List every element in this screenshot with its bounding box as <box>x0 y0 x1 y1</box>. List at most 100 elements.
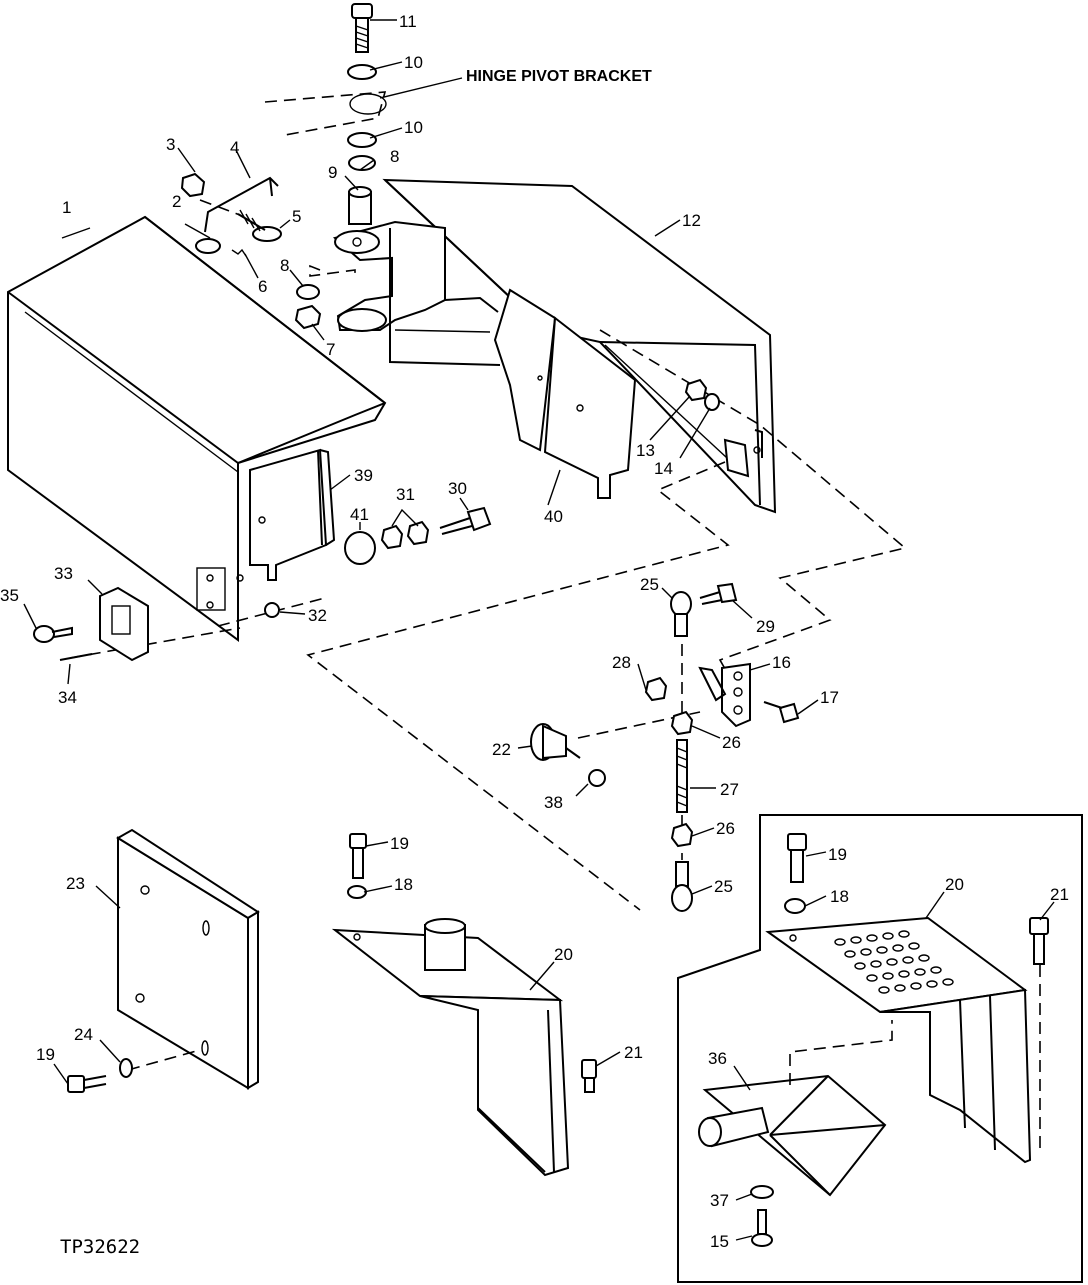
callout-39: 39 <box>354 466 373 485</box>
detail-inset <box>677 814 1083 1283</box>
left-hood-panel <box>7 215 387 642</box>
callout-24: 24 <box>74 1025 93 1044</box>
callout-labels: 1 2 3 4 5 6 7 8 8 9 10 10 11 12 13 14 15… <box>0 12 1069 1251</box>
callout-17: 17 <box>820 688 839 707</box>
callout-19-left: 19 <box>390 834 409 853</box>
eye-bolt-icon <box>671 861 693 912</box>
callout-25-lower: 25 <box>714 877 733 896</box>
callout-35: 35 <box>0 586 19 605</box>
callout-18-inset: 18 <box>830 887 849 906</box>
callout-21-inset: 21 <box>1050 885 1069 904</box>
callout-14: 14 <box>654 459 673 478</box>
callout-7: 7 <box>326 340 335 359</box>
callout-10-lower: 10 <box>404 118 423 137</box>
callout-18-left: 18 <box>394 875 413 894</box>
callout-37: 37 <box>710 1191 729 1210</box>
callout-4: 4 <box>230 138 239 157</box>
bolt-icon <box>581 1059 597 1093</box>
callout-9: 9 <box>328 163 337 182</box>
callout-31: 31 <box>396 485 415 504</box>
callout-38: 38 <box>544 793 563 812</box>
bolt-icon <box>67 1075 107 1093</box>
callout-25-upper: 25 <box>640 575 659 594</box>
washer-icon <box>347 64 377 80</box>
washer-icon <box>784 898 806 914</box>
callout-2: 2 <box>172 192 181 211</box>
callout-26-upper: 26 <box>722 733 741 752</box>
cap-icon <box>344 531 376 565</box>
spring-icon <box>231 248 247 257</box>
stud-icon <box>237 209 282 242</box>
funnel <box>698 1074 887 1197</box>
side-plate <box>493 288 637 499</box>
nut-icon <box>670 822 694 848</box>
key-icon <box>33 625 73 643</box>
grommet-icon <box>180 172 206 198</box>
callout-41: 41 <box>350 505 369 524</box>
knob-icon <box>530 723 581 761</box>
callout-16: 16 <box>772 653 791 672</box>
callout-11: 11 <box>399 12 417 31</box>
hinge-pivot-bracket <box>264 91 501 366</box>
latch-icon <box>99 586 149 662</box>
washer-icon <box>347 885 367 899</box>
nut-icon <box>406 520 430 546</box>
threaded-rod-icon <box>676 739 688 813</box>
callout-21-left: 21 <box>624 1043 643 1062</box>
callout-12: 12 <box>682 211 701 230</box>
bolt-icon <box>349 833 367 879</box>
screw-icon <box>751 1209 773 1247</box>
callout-34: 34 <box>58 688 77 707</box>
callout-26-lower: 26 <box>716 819 735 838</box>
washer-icon <box>347 132 377 148</box>
washer-icon <box>704 393 720 411</box>
nut-icon <box>294 304 322 330</box>
bushing-icon <box>348 155 376 171</box>
block-panel <box>116 828 260 1090</box>
leader-lines <box>23 19 1055 1241</box>
callout-8-upper: 8 <box>390 147 399 166</box>
grommet-icon <box>195 238 221 254</box>
callout-28: 28 <box>612 653 631 672</box>
figure-reference-code: TP32622 <box>60 1236 140 1258</box>
callout-40: 40 <box>544 507 563 526</box>
callout-36: 36 <box>708 1049 727 1068</box>
hinge-plate-icon <box>698 662 751 728</box>
callout-10-upper: 10 <box>404 53 423 72</box>
nut-icon <box>684 378 708 402</box>
washer-icon <box>264 602 280 618</box>
bolt-icon <box>787 833 807 883</box>
bolt-icon <box>763 701 800 724</box>
callout-20-inset: 20 <box>945 875 964 894</box>
callout-32: 32 <box>308 606 327 625</box>
bolt-icon <box>351 3 373 53</box>
callout-27: 27 <box>720 780 739 799</box>
callout-29: 29 <box>756 617 775 636</box>
hardware <box>33 3 1049 1247</box>
nut-icon <box>644 676 668 702</box>
washer-icon <box>588 769 606 787</box>
callout-13: 13 <box>636 441 655 460</box>
pin-icon <box>59 653 93 661</box>
callout-20-left: 20 <box>554 945 573 964</box>
sleeve-icon <box>348 186 372 225</box>
hinge-pivot-bracket-label: HINGE PIVOT BRACKET <box>466 68 652 85</box>
callout-1: 1 <box>62 198 71 217</box>
callout-23: 23 <box>66 874 85 893</box>
callout-19-inset: 19 <box>828 845 847 864</box>
perforated-holes <box>834 930 954 994</box>
support-rod-icon <box>204 176 279 233</box>
callout-19-block: 19 <box>36 1045 55 1064</box>
callout-5: 5 <box>292 207 301 226</box>
bushing-icon <box>296 284 320 300</box>
washer-icon <box>119 1058 133 1078</box>
callout-3: 3 <box>166 135 175 154</box>
washer-icon <box>750 1185 774 1199</box>
callout-6: 6 <box>258 277 267 296</box>
callout-30: 30 <box>448 479 467 498</box>
inner-plate <box>317 449 323 546</box>
callout-33: 33 <box>54 564 73 583</box>
callout-8-lower: 8 <box>280 256 289 275</box>
